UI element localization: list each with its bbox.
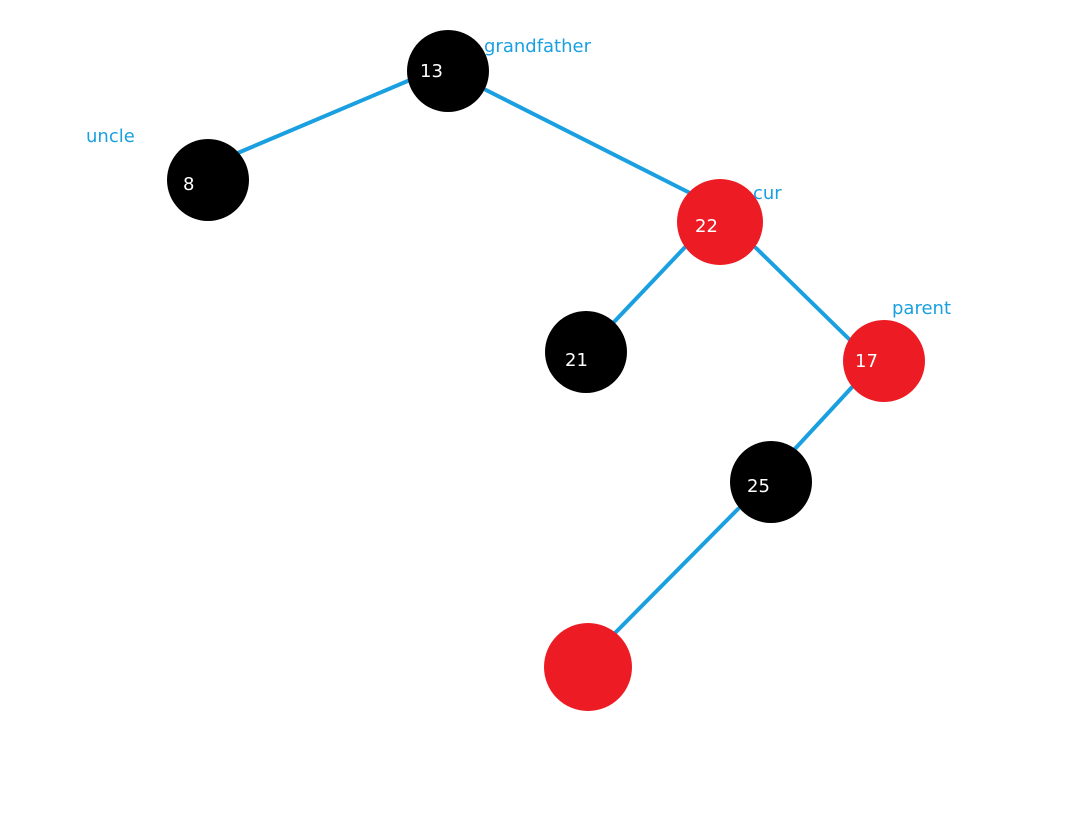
tree-node-25: 25 bbox=[730, 441, 812, 523]
node-value-21: 21 bbox=[565, 350, 588, 371]
edge-n13-n8 bbox=[231, 78, 412, 157]
grandfather-label: grandfather bbox=[484, 36, 592, 57]
node-value-8: 8 bbox=[183, 174, 194, 195]
node-circle-13 bbox=[407, 30, 489, 112]
tree-node-21: 21 bbox=[545, 311, 627, 393]
edge-n22-n21 bbox=[612, 242, 690, 324]
tree-node-new bbox=[544, 623, 632, 711]
cur-label: cur bbox=[753, 183, 782, 204]
parent-label: parent bbox=[892, 298, 951, 319]
node-circle-new bbox=[544, 623, 632, 711]
uncle-label: uncle bbox=[86, 126, 135, 147]
node-value-25: 25 bbox=[747, 476, 770, 497]
tree-node-22: 22 bbox=[677, 179, 763, 265]
node-circle-21 bbox=[545, 311, 627, 393]
edge-n22-n17 bbox=[754, 246, 854, 344]
node-value-13: 13 bbox=[420, 61, 443, 82]
node-value-17: 17 bbox=[855, 351, 878, 372]
node-value-22: 22 bbox=[695, 216, 718, 237]
tree-node-13: 13 bbox=[407, 30, 489, 112]
tree-node-8: 8 bbox=[167, 139, 249, 221]
node-circle-17 bbox=[843, 320, 925, 402]
edges-layer bbox=[231, 78, 856, 635]
edge-n17-n25 bbox=[791, 383, 856, 453]
edge-n25-nnew bbox=[613, 507, 740, 635]
nodes-layer: 13 8 22 21 17 25 bbox=[167, 30, 925, 711]
edge-n13-n22 bbox=[484, 88, 692, 195]
node-circle-25 bbox=[730, 441, 812, 523]
cur-marker-tab bbox=[704, 183, 726, 191]
tree-node-17: 17 bbox=[843, 320, 925, 402]
node-circle-22 bbox=[677, 179, 763, 265]
node-circle-8 bbox=[167, 139, 249, 221]
